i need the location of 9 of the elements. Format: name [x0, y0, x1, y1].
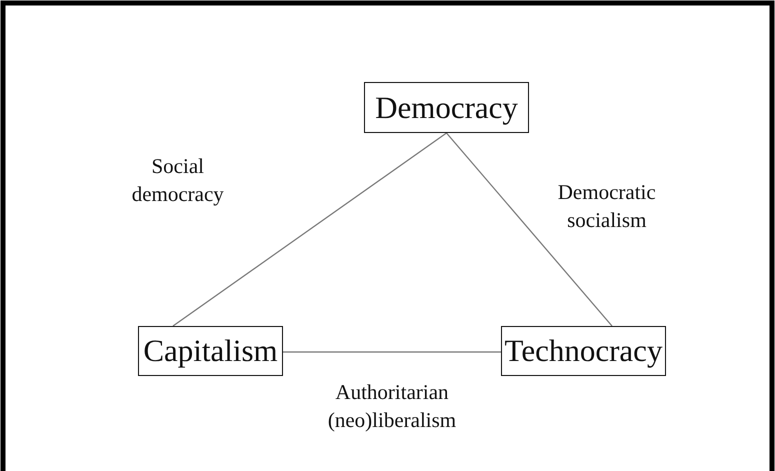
- connector-line: [283, 351, 501, 353]
- connector-line: [172, 132, 447, 326]
- concept-box: [364, 82, 529, 133]
- connector-line: [446, 132, 612, 326]
- concept-box: [138, 326, 283, 376]
- node-label: Capitalism: [143, 333, 278, 369]
- node-label: Technocracy: [504, 333, 662, 369]
- node-label: Democracy: [375, 90, 518, 126]
- concept-box: [501, 326, 666, 376]
